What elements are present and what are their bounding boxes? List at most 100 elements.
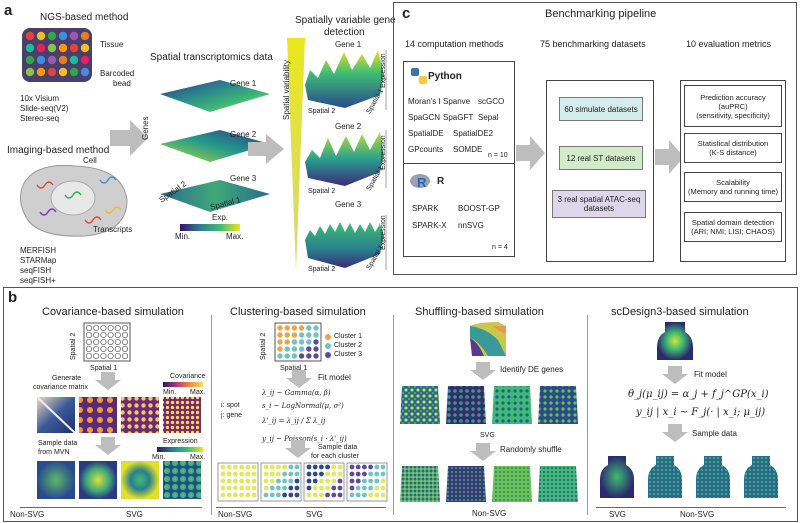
metric-spatial-domain: Spatial domain detection (ARI; NMI; LISI… [684,212,782,242]
sample-spot [276,485,281,491]
nonsvg-tissue-maps [400,466,578,502]
sample-spot [368,464,373,470]
bead-dot [80,55,90,65]
sample-spot [355,492,361,498]
mvn-samples [37,461,201,499]
transcripts-label: Transcripts [93,225,133,234]
sample-spot [306,478,312,484]
python-method: scGCO [478,97,505,106]
spatial-variability-label: Spatial variability [282,59,291,120]
cluster-spot [277,325,283,331]
sample-spot [337,492,343,498]
python-logo-icon [411,68,427,84]
sample-spot [374,485,380,491]
sample-spot [337,464,343,470]
sample-spot [319,471,324,477]
spatial-variability-wedge [287,38,305,271]
divider [393,315,394,515]
colorbar-max: Max. [226,232,244,241]
svg-tissue-maps [400,386,578,424]
expression-colorbar [180,224,240,231]
sample-spot [362,471,367,477]
sample-spot [269,478,275,484]
sample-spot [380,471,386,477]
sample-spot [251,471,257,477]
sample-spot [374,471,380,477]
sample-spot [355,471,361,477]
sample-spot [331,485,337,491]
sample-spot [312,485,318,491]
legend-dot [325,342,331,349]
i-spot-label: i: spot [221,402,240,409]
clu-nonsvg-label: Non-SVG [218,510,253,519]
exp-max: Max. [190,454,206,461]
cluster-spot [306,325,312,331]
spot-dot [107,345,114,353]
sample-spot [368,478,373,484]
surf-spatial2-1: Spatial 2 [308,108,336,115]
sample-spot [362,485,367,491]
sc-svg-label: SVG [609,510,626,519]
metric-text: (ARI; NMI; LISI; CHAOS) [691,227,775,236]
bead-dot [36,31,46,41]
sample-spot [349,478,355,484]
ngs-method-1: 10x Visium [20,94,59,103]
sample-spot [312,471,318,477]
r-n: n = 4 [492,244,508,251]
scdesign-samples [600,456,778,498]
metric-text: (sensitivity, specificity) [696,110,770,120]
equation-1: λ_ij ~ Gamma(α, β) [262,389,331,397]
sample-spot [349,485,355,491]
cluster-spot [291,353,298,359]
barcoded-label: Barcoded [100,69,135,78]
shuf-title: Shuffling-based simulation [415,306,544,318]
sample-spot [269,471,275,477]
metric-text: Prediction accuracy [700,92,766,102]
gene1-label: Gene 1 [230,79,257,88]
sample-spot [239,471,244,477]
identify-de-label: Identify DE genes [500,365,564,374]
arrow-icon [516,136,545,170]
expression-colorbar [157,447,203,452]
sample-spot [325,464,330,470]
sample-spot [331,478,337,484]
spot-dot [121,331,129,339]
sample-spot [312,492,318,498]
python-method: SOMDE [453,145,483,154]
sample-spot [251,478,257,484]
datasets-col-title: 75 benchmarking datasets [540,39,646,49]
tissue-section-image [657,322,693,360]
sample-spot [368,492,373,498]
imaging-method-1: MERFISH [20,246,56,255]
sample-spot [374,464,380,470]
surf-expression-label-1: Expression [380,53,387,88]
svg-text:R: R [417,175,427,190]
methods-col-title: 14 computation methods [405,39,504,49]
tissue-label: Tissue [100,40,124,49]
sample-spot [239,492,244,498]
spot-dot [121,352,129,360]
sample-spot [263,492,269,498]
sample-spot [294,464,300,470]
r-method: BOOST-GP [458,204,500,213]
spot-dot [114,345,121,353]
bead-dot [69,55,79,65]
spot-dot [107,324,114,332]
cluster-spot [298,346,305,352]
randomly-shuffle-label: Randomly shuffle [500,445,562,454]
sc-title: scDesign3-based simulation [611,306,749,318]
pipeline-title: Benchmarking pipeline [545,8,657,20]
bead-dot [69,67,79,77]
metric-statistical-distribution: Statistical distribution (K-S distance) [684,133,782,163]
bead-dot [36,55,46,65]
sample-spot [331,471,337,477]
metric-text: Statistical distribution [697,139,769,148]
sample-spot [263,485,269,491]
sample-mvn-line2: from MVN [38,449,70,456]
spot-dot [100,324,107,332]
bead-dot [80,43,90,53]
r-logo-icon: R [410,174,430,190]
covariance-matrices [36,396,201,434]
spot-dot [107,331,114,339]
cluster-spot [284,353,290,359]
